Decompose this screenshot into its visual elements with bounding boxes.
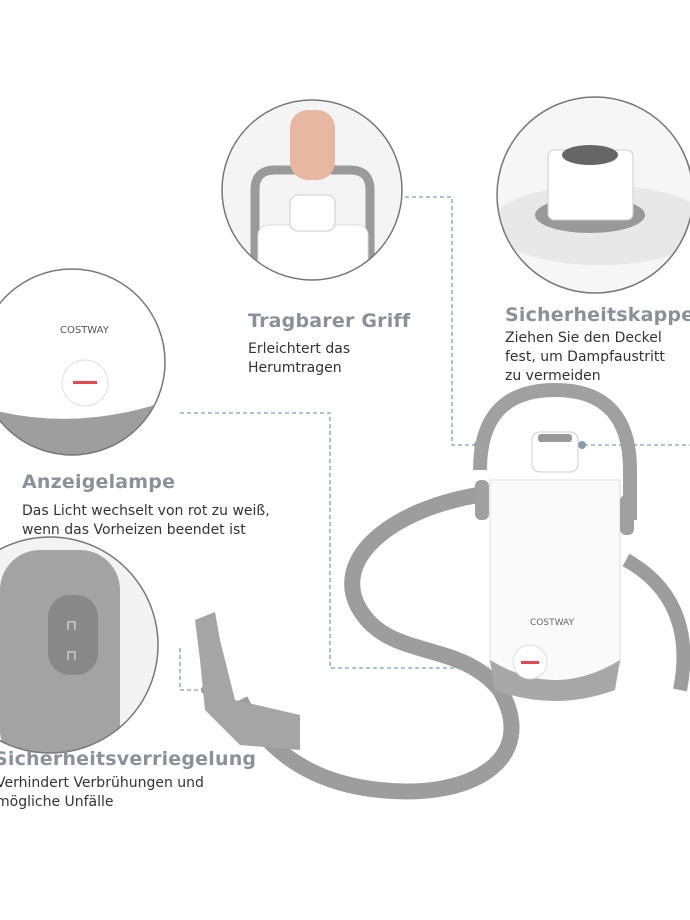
- feature-title-indicator: Anzeigelampe: [22, 471, 176, 493]
- desc-line: mögliche Unfälle: [0, 794, 114, 810]
- steam-nozzle: [195, 612, 300, 750]
- feature-title-handle: Tragbarer Griff: [248, 310, 411, 332]
- detail-safety-lock: ⊓ ⊓: [0, 537, 158, 753]
- feature-desc-indicator: Das Licht wechselt von rot zu weiß, wenn…: [22, 502, 270, 540]
- svg-text:⊓: ⊓: [66, 648, 77, 664]
- feature-desc-safety-cap: Ziehen Sie den Deckel fest, um Dampfaust…: [505, 329, 665, 386]
- detail-indicator-lamp: COSTWAY: [0, 269, 165, 455]
- svg-text:⊓: ⊓: [66, 618, 77, 634]
- detail-safety-cap: [497, 97, 690, 293]
- feature-desc-handle: Erleichtert das Herumtragen: [248, 340, 350, 378]
- desc-line: Ziehen Sie den Deckel: [505, 330, 662, 346]
- brand-logo: COSTWAY: [530, 618, 574, 628]
- desc-line: Das Licht wechselt von rot zu weiß,: [22, 503, 270, 519]
- leader-lines: [179, 196, 690, 691]
- detail-handle: [222, 100, 402, 280]
- desc-line: wenn das Vorheizen beendet ist: [22, 522, 246, 538]
- desc-line: Verhindert Verbrühungen und: [0, 775, 204, 791]
- svg-text:COSTWAY: COSTWAY: [60, 325, 110, 336]
- indicator-lamp: [521, 661, 539, 664]
- desc-line: Erleichtert das: [248, 341, 351, 357]
- feature-title-safety-cap: Sicherheitskappe: [505, 304, 690, 326]
- feature-title-safety-lock: Sicherheitsverriegelung: [0, 748, 257, 770]
- feature-desc-safety-lock: Verhindert Verbrühungen und mögliche Unf…: [0, 774, 204, 812]
- desc-line: zu vermeiden: [505, 368, 601, 384]
- desc-line: fest, um Dampfaustritt: [505, 349, 665, 365]
- desc-line: Herumtragen: [248, 360, 342, 376]
- steamer: COSTWAY: [473, 382, 637, 701]
